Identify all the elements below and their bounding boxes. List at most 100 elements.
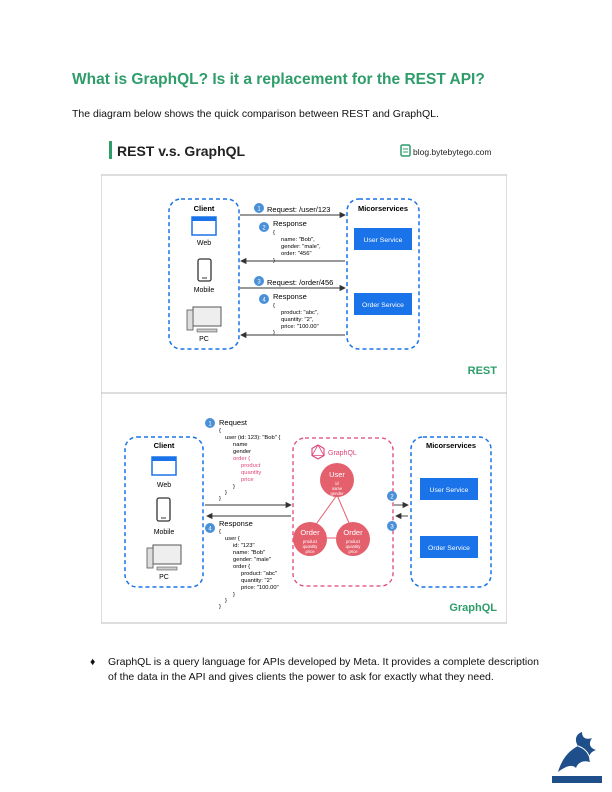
graphql-response-label: Response: [219, 519, 253, 528]
graphql-order-service-label: Order Service: [428, 545, 470, 552]
desktop-pc-icon: [186, 306, 222, 333]
rest-response1-line: {: [273, 230, 275, 236]
graphql-client-mobile: Mobile: [154, 529, 175, 536]
diagram-title: REST v.s. GraphQL: [117, 143, 246, 159]
web-browser-icon: [191, 216, 217, 236]
graph-node-order-2: [336, 522, 370, 556]
rest-client-title: Client: [194, 204, 215, 213]
dragon-logo-icon: [548, 728, 606, 786]
graphql-client-title: Client: [154, 441, 175, 450]
graphql-user-service-label: User Service: [430, 487, 469, 494]
graphql-request-line: price: [241, 477, 254, 483]
graphql-request-line: quantity: [241, 470, 261, 476]
rest-services-title: Micorservices: [358, 204, 408, 213]
graphql-order-service: [420, 536, 478, 558]
graph-node-order-1-field: quantity: [303, 544, 319, 549]
graphql-request-line: order {: [233, 456, 250, 462]
graphql-request-line: product: [241, 463, 261, 469]
rest-response2-line: quantity: "2",: [281, 317, 314, 323]
rest-response2-line: {: [273, 303, 275, 309]
graphql-panel-label: GraphQL: [449, 602, 497, 614]
rest-client-web: Web: [197, 240, 211, 247]
graphql-services-box: [410, 436, 492, 588]
desktop-pc-icon: [146, 544, 182, 571]
graphql-response-line: price: "100.00": [241, 585, 279, 591]
graphql-response-line: user {: [225, 536, 240, 542]
graphql-request-line: }: [225, 490, 227, 496]
rest-step3-number: 3: [257, 280, 261, 286]
graph-node-user: [320, 463, 354, 497]
rest-response1-line: gender: "male",: [281, 244, 321, 250]
graphql-request-line: {: [219, 428, 221, 434]
graphql-panel: [100, 392, 508, 624]
graphql-response-line: product: "abc": [241, 571, 277, 577]
page-heading: What is GraphQL? Is it a replacement for…: [72, 71, 485, 88]
graph-node-order-1: [293, 522, 327, 556]
rest-request2-label: Request: /order/456: [267, 278, 333, 287]
rest-request1-label: Request: /user/123: [267, 205, 330, 214]
graphql-step4-badge: [205, 523, 215, 533]
graphql-response-line: name: "Bob": [233, 550, 265, 556]
rest-step1-badge: [254, 203, 264, 213]
graphql-step2-number: 2: [390, 495, 394, 501]
graphql-request-line: gender: [233, 449, 251, 455]
rest-response1-line: order: "456": [281, 251, 312, 257]
rest-step2-number: 2: [262, 226, 266, 232]
graph-node-user-field: id: [335, 481, 339, 486]
rest-order-service-label: Order Service: [362, 302, 404, 309]
graphql-response-line: }: [225, 598, 227, 604]
graphql-step3-number: 3: [390, 525, 394, 531]
graphql-step1-badge: [205, 418, 215, 428]
graph-node-order-1-title: Order: [300, 528, 320, 537]
graphql-response-line: }: [233, 592, 235, 598]
rest-client-box: [168, 198, 240, 350]
graph-node-order-1-field: price: [305, 549, 315, 554]
graphql-client-box: [124, 436, 204, 588]
rest-client-pc: PC: [199, 336, 209, 343]
bullet-text: GraphQL is a query language for APIs dev…: [108, 656, 539, 683]
graphql-response-line: id: "123": [233, 543, 255, 549]
graph-node-user-field: name: [332, 486, 343, 491]
graphql-response-line: }: [219, 604, 221, 610]
graphql-step2-badge: [387, 491, 397, 501]
rest-order-service: [354, 293, 412, 315]
rest-step4-number: 4: [262, 298, 266, 304]
graphql-response-line: quantity: "2": [241, 578, 272, 584]
graphql-services-title: Micorservices: [426, 441, 476, 450]
graphql-request-line: }: [233, 484, 235, 490]
graph-node-user-title: User: [329, 470, 345, 479]
graphql-step3-badge: [387, 521, 397, 531]
graph-node-order-2-title: Order: [343, 528, 363, 537]
rest-response2-line: product: "abc",: [281, 310, 319, 316]
graphql-logo-text: GraphQL: [328, 450, 357, 457]
rest-user-service: [354, 228, 412, 250]
graphql-request-label: Request: [219, 418, 248, 427]
rest-response1-label: Response: [273, 219, 307, 228]
site-icon: [400, 144, 411, 157]
mobile-phone-icon: [156, 497, 171, 522]
graph-node-order-2-field: product: [346, 539, 361, 544]
rest-panel-label: REST: [468, 365, 498, 377]
title-accent-bar: [109, 141, 112, 159]
rest-response2-line: price: "100.00": [281, 324, 319, 330]
rest-step1-number: 1: [257, 207, 261, 213]
graph-node-order-2-field: price: [348, 549, 358, 554]
diamond-bullet-icon: ♦: [90, 656, 96, 668]
rest-user-service-label: User Service: [364, 237, 403, 244]
rest-vs-graphql-diagram: REST v.s. GraphQL blog.bytebytego.com Cl…: [100, 135, 508, 625]
graphql-step4-number: 4: [208, 527, 212, 533]
graphql-user-service: [420, 478, 478, 500]
rest-step2-badge: [259, 222, 269, 232]
rest-services-box: [346, 198, 420, 350]
graphql-request-line: name: [233, 442, 248, 448]
rest-response2-label: Response: [273, 292, 307, 301]
rest-step4-badge: [259, 294, 269, 304]
graph-node-order-1-field: product: [303, 539, 318, 544]
graphql-request-line: user (id: 123): "Bob" {: [225, 435, 280, 441]
graphql-response-line: gender: "male": [233, 557, 271, 563]
graphql-request-line: }: [219, 496, 221, 502]
rest-step3-badge: [254, 276, 264, 286]
graph-node-user-field: gender: [330, 491, 344, 496]
graphql-response-line: {: [219, 529, 221, 535]
rest-client-mobile: Mobile: [194, 287, 215, 294]
